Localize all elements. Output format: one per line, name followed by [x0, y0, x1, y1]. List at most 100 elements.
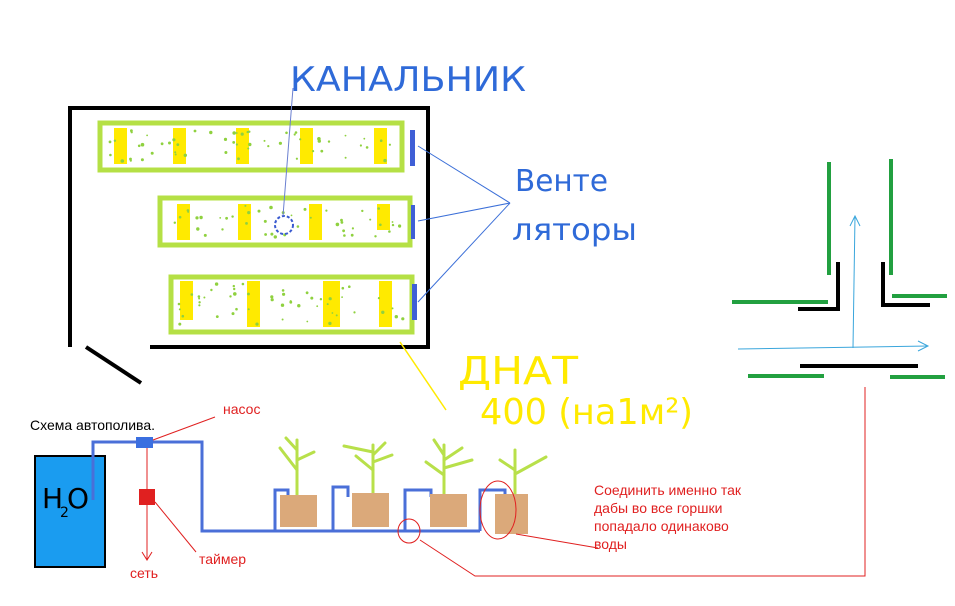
water-pipe-main — [91, 440, 480, 533]
tray-bar — [236, 128, 249, 164]
soil-dot — [348, 285, 351, 289]
fans-label-line2: ляторы — [512, 213, 637, 248]
note-leader-line — [515, 533, 599, 549]
soil-dot — [224, 151, 228, 154]
tray-bar — [114, 128, 127, 164]
mains-arrow — [141, 551, 153, 561]
soil-dot — [344, 134, 347, 137]
tray-bar — [247, 281, 260, 327]
soil-dot — [178, 308, 181, 311]
tray-2 — [157, 195, 413, 248]
soil-dot — [215, 315, 219, 318]
soil-dot — [281, 289, 285, 292]
soil-dot — [255, 322, 259, 326]
tray-bar — [323, 281, 340, 327]
soil-dot — [160, 142, 164, 146]
grow-box-outline — [68, 106, 430, 349]
tray-soil-dots — [173, 204, 402, 239]
soil-dot — [290, 214, 293, 217]
timer-label-line — [154, 501, 197, 553]
soil-dot — [309, 216, 312, 219]
timer-label: таймер — [199, 551, 246, 567]
plant-2 — [342, 441, 394, 499]
grow-box — [68, 106, 430, 385]
soil-dot — [219, 217, 222, 219]
soil-dot — [187, 210, 190, 213]
tee-connector — [732, 159, 947, 379]
soil-dot — [363, 137, 366, 140]
soil-dot — [297, 304, 301, 308]
pump-label-line — [152, 416, 216, 441]
highlight-pot-inlet — [479, 480, 517, 540]
soil-dot — [350, 233, 354, 237]
soil-dot — [381, 310, 385, 314]
soil-dot — [173, 221, 176, 224]
soil-dot — [233, 287, 236, 291]
soil-dot — [303, 207, 307, 211]
soil-dot — [305, 291, 309, 295]
plant-3 — [424, 438, 474, 499]
pump-label: насос — [223, 401, 260, 417]
soil-dot — [273, 235, 277, 239]
soil-dot — [190, 293, 194, 296]
soil-dot — [232, 141, 236, 144]
soil-dot — [269, 205, 273, 210]
soil-dot — [296, 225, 300, 228]
soil-dot — [325, 209, 328, 212]
soil-dot — [293, 133, 296, 136]
soil-dot — [232, 284, 235, 288]
soil-dot — [197, 295, 201, 298]
duct-label: КАНАЛЬНИК — [290, 60, 526, 100]
soil-dot — [335, 222, 340, 227]
grow-box-door — [84, 345, 143, 385]
soil-dot — [295, 157, 298, 160]
soil-dot — [150, 151, 154, 155]
lamp-label-line1: ДНАТ — [458, 349, 579, 393]
tray-1 — [97, 120, 405, 173]
soil-dot — [235, 143, 238, 146]
plant-4 — [498, 448, 548, 499]
soil-dot — [340, 221, 344, 224]
tray-bar — [377, 204, 390, 230]
soil-dot — [247, 211, 251, 215]
tee-airflow — [737, 214, 930, 352]
soil-dot — [365, 146, 369, 149]
tray-soil-dots — [177, 282, 405, 326]
mains-label: сеть — [130, 565, 158, 581]
soil-dot — [328, 297, 332, 301]
soil-dot — [174, 153, 177, 156]
tray-bar — [309, 204, 322, 240]
soil-dot — [398, 225, 401, 228]
soil-dot — [391, 223, 395, 227]
soil-dot — [221, 228, 224, 231]
pump — [136, 437, 153, 448]
soil-dot — [210, 288, 213, 292]
soil-dot — [209, 130, 213, 135]
tray-bar — [238, 204, 251, 240]
soil-dot — [231, 215, 234, 218]
pot-branch-pipes — [273, 485, 507, 531]
tray-bar — [379, 281, 392, 327]
fan-1 — [410, 130, 415, 166]
soil-dot — [369, 218, 372, 221]
note-line-2: дабы во все горшки — [594, 500, 722, 516]
tee-inner-walls — [798, 262, 930, 368]
soil-dot — [328, 321, 332, 326]
duct-leader-line — [282, 87, 294, 217]
fan-leader-lines — [417, 145, 511, 303]
soil-dot — [181, 314, 185, 318]
soil-dot — [401, 317, 405, 321]
soil-dot — [383, 158, 387, 163]
soil-dot — [198, 297, 201, 300]
soil-dot — [320, 149, 324, 153]
soil-dot — [391, 221, 394, 223]
soil-dot — [247, 308, 250, 311]
soil-dot — [326, 303, 329, 306]
soil-dot — [130, 131, 133, 134]
soil-dot — [196, 227, 200, 231]
soil-dot — [280, 303, 285, 307]
soil-dot — [344, 156, 347, 159]
soil-dot — [327, 140, 331, 143]
soil-dot — [246, 130, 249, 134]
